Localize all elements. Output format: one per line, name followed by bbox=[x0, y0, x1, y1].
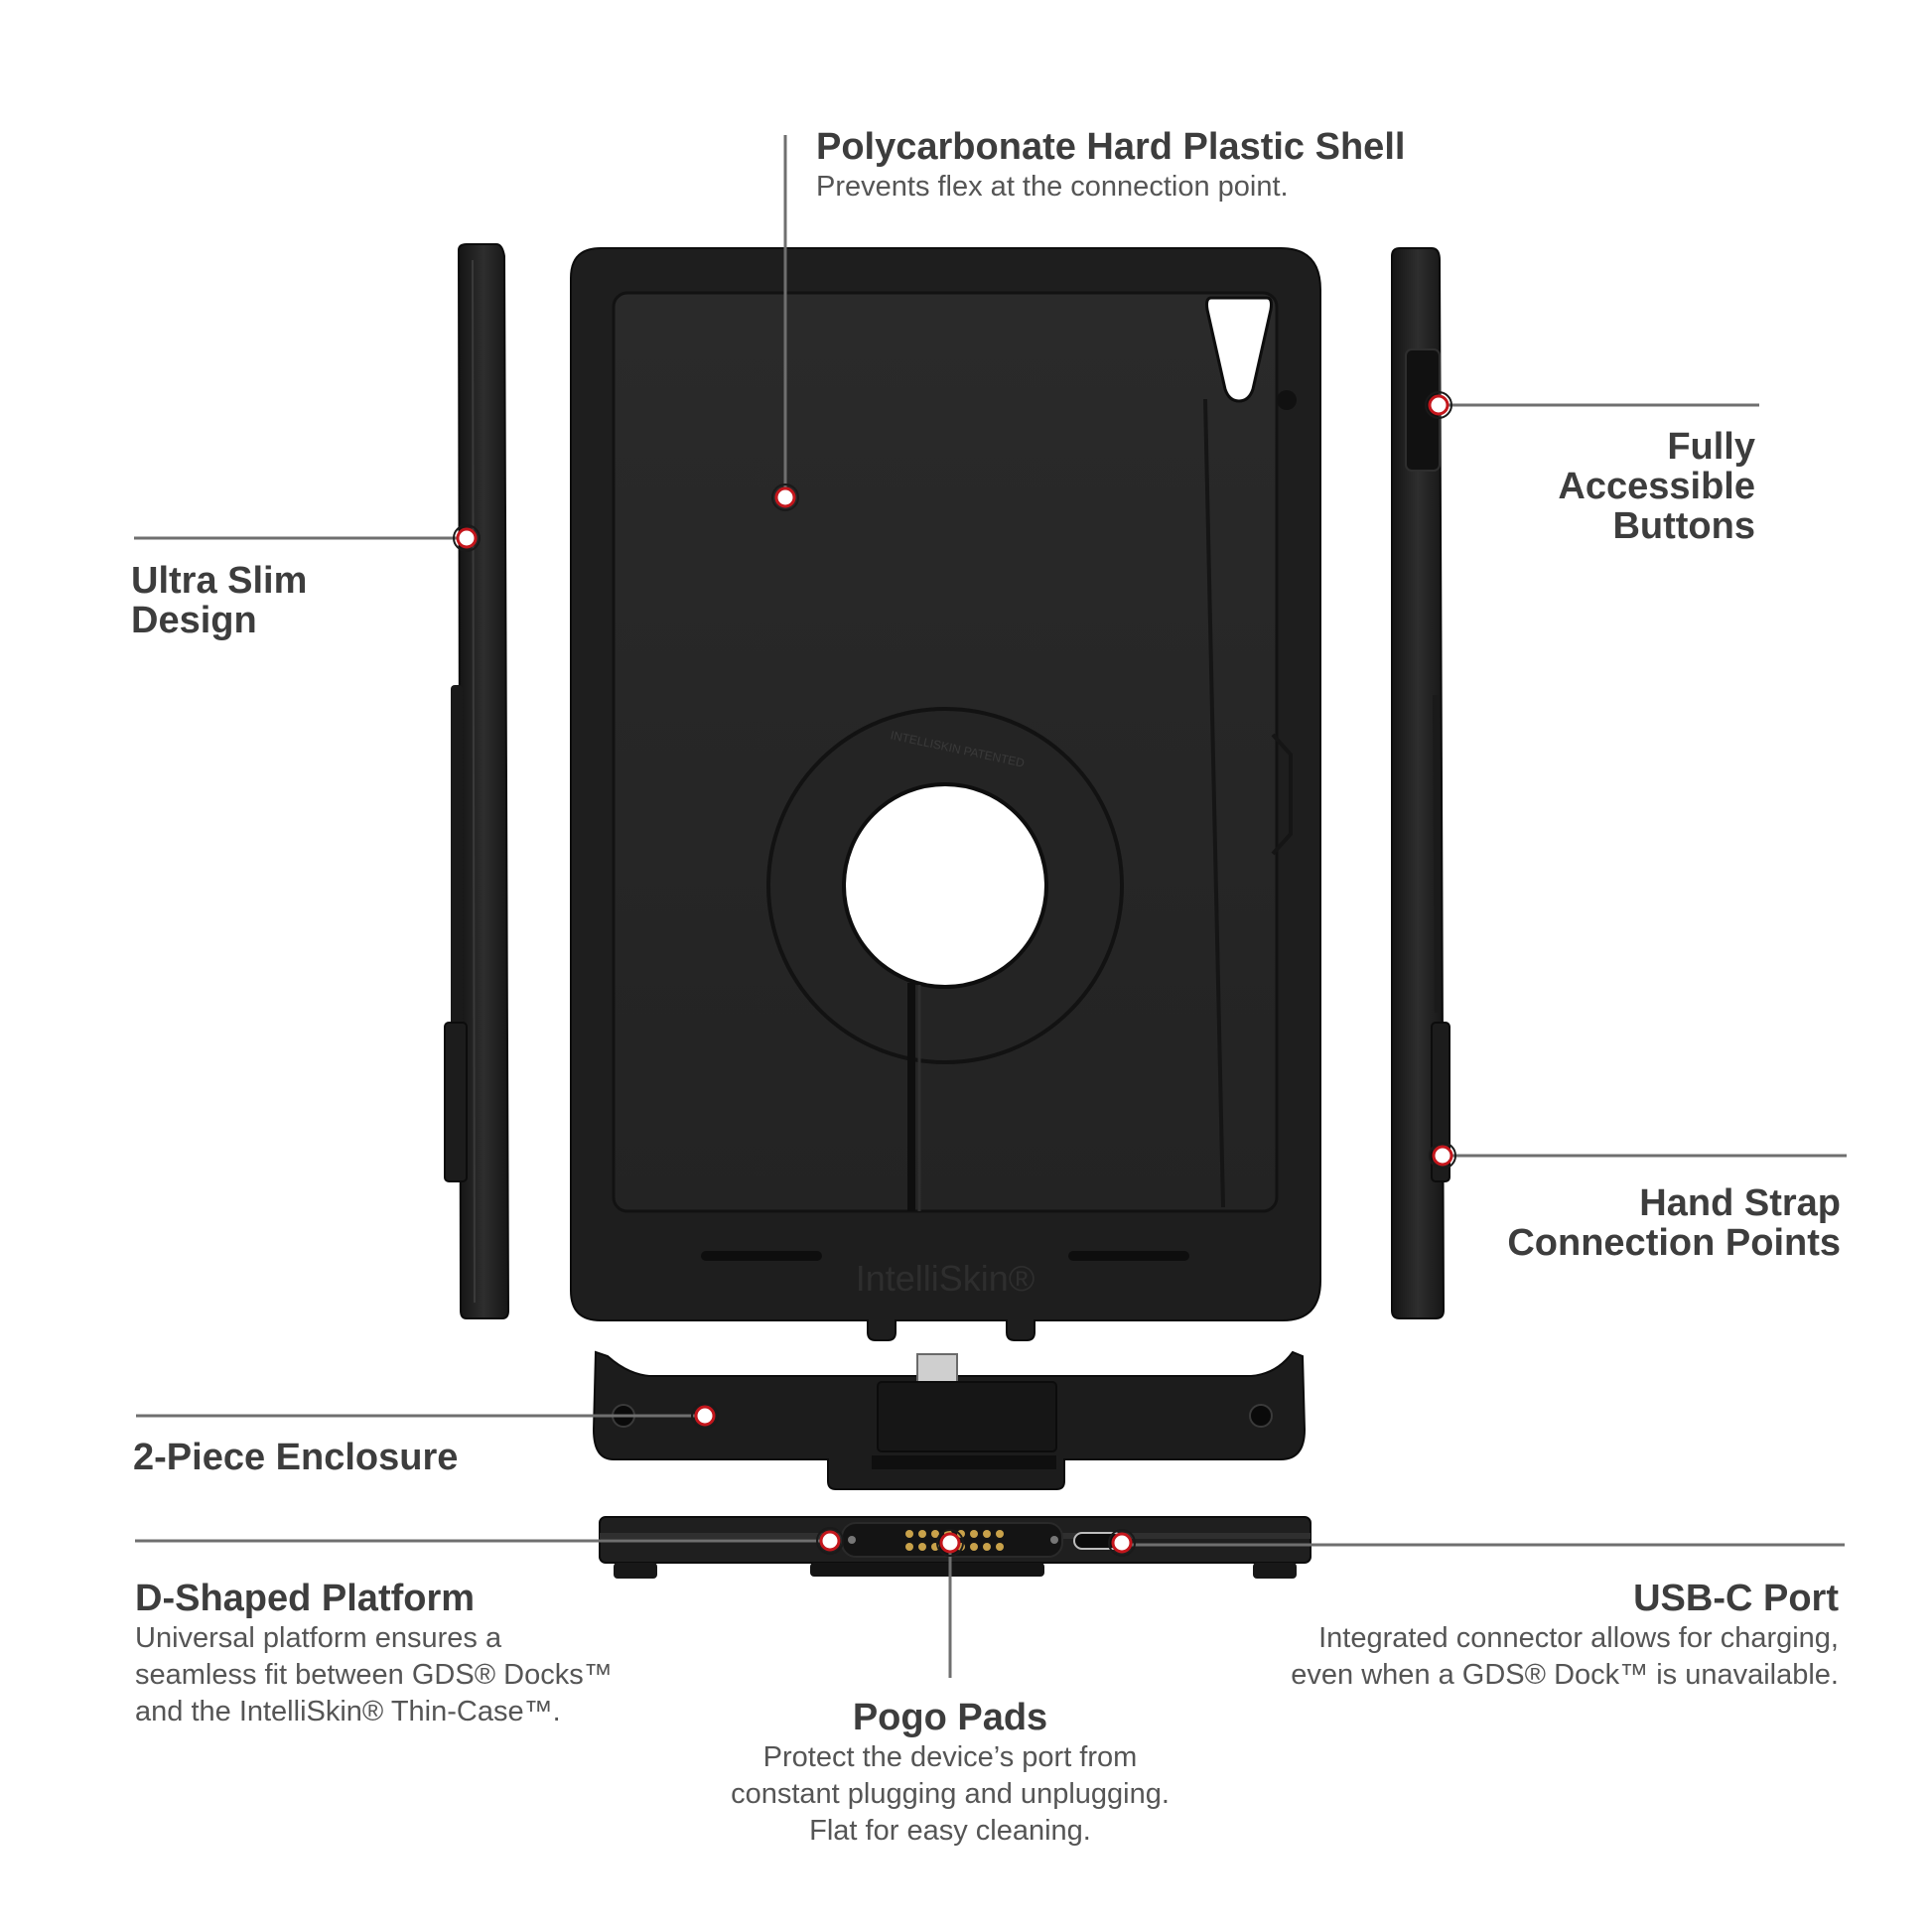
slim-title-line-1: Ultra Slim bbox=[131, 560, 308, 602]
red-ring-dot-icon bbox=[816, 1527, 844, 1555]
slim-title-line-2: Design bbox=[131, 600, 257, 641]
red-ring-dot-icon bbox=[1108, 1529, 1136, 1557]
buttons-title-line-3: Buttons bbox=[1612, 505, 1755, 547]
platform-desc-line-3: and the IntelliSkin® Thin-Case™. bbox=[135, 1696, 561, 1727]
usbc-desc-line-1: Integrated connector allows for charging… bbox=[1318, 1622, 1839, 1654]
red-ring-dot-icon bbox=[1425, 391, 1452, 419]
red-ring-dot-icon bbox=[453, 524, 481, 552]
callout-strap: Hand Strap Connection Points bbox=[1507, 1183, 1841, 1263]
leader-lines bbox=[134, 135, 1847, 1678]
pogo-desc-line-1: Protect the device’s port from bbox=[762, 1741, 1138, 1773]
red-ring-dot-icon bbox=[691, 1402, 719, 1430]
embossed-brand: IntelliSkin® bbox=[856, 1258, 1035, 1299]
platform-title: D-Shaped Platform bbox=[135, 1578, 476, 1619]
red-ring-dot-icon bbox=[936, 1529, 964, 1557]
callout-platform: D-Shaped Platform Universal platform ens… bbox=[135, 1579, 613, 1730]
red-ring-dot-icon bbox=[771, 483, 799, 511]
callout-markers bbox=[453, 391, 1456, 1557]
buttons-title-line-1: Fully bbox=[1667, 426, 1755, 468]
platform-desc-line-1: Universal platform ensures a bbox=[135, 1622, 502, 1654]
pogo-title: Pogo Pads bbox=[852, 1697, 1048, 1738]
shell-desc: Prevents flex at the connection point. bbox=[816, 171, 1289, 203]
buttons-title-line-2: Accessible bbox=[1558, 466, 1755, 507]
usbc-title: USB-C Port bbox=[1633, 1578, 1839, 1619]
callout-usbc: USB-C Port Integrated connector allows f… bbox=[1291, 1579, 1839, 1694]
callout-enclosure: 2-Piece Enclosure bbox=[133, 1438, 458, 1477]
usbc-desc-line-2: even when a GDS® Dock™ is unavailable. bbox=[1291, 1659, 1839, 1691]
front-shell bbox=[570, 247, 1321, 1341]
callout-slim: Ultra Slim Design bbox=[131, 561, 307, 640]
callout-pogo: Pogo Pads Protect the device’s port from… bbox=[652, 1698, 1248, 1850]
callout-buttons: Fully Accessible Buttons bbox=[1558, 427, 1755, 546]
pogo-desc-line-3: Flat for easy cleaning. bbox=[809, 1815, 1091, 1847]
callout-shell: Polycarbonate Hard Plastic Shell Prevent… bbox=[816, 127, 1405, 206]
platform-desc-line-2: seamless fit between GDS® Docks™ bbox=[135, 1659, 613, 1691]
red-ring-dot-icon bbox=[1429, 1142, 1456, 1170]
bottom-enclosure-piece bbox=[592, 1350, 1307, 1490]
strap-title-line-2: Connection Points bbox=[1507, 1222, 1841, 1264]
pogo-desc-line-2: constant plugging and unplugging. bbox=[731, 1778, 1170, 1810]
left-side-profile bbox=[444, 243, 510, 1319]
right-side-profile bbox=[1391, 247, 1450, 1319]
shell-title: Polycarbonate Hard Plastic Shell bbox=[816, 126, 1406, 168]
enclosure-title: 2-Piece Enclosure bbox=[133, 1437, 459, 1478]
strap-title-line-1: Hand Strap bbox=[1639, 1182, 1841, 1224]
